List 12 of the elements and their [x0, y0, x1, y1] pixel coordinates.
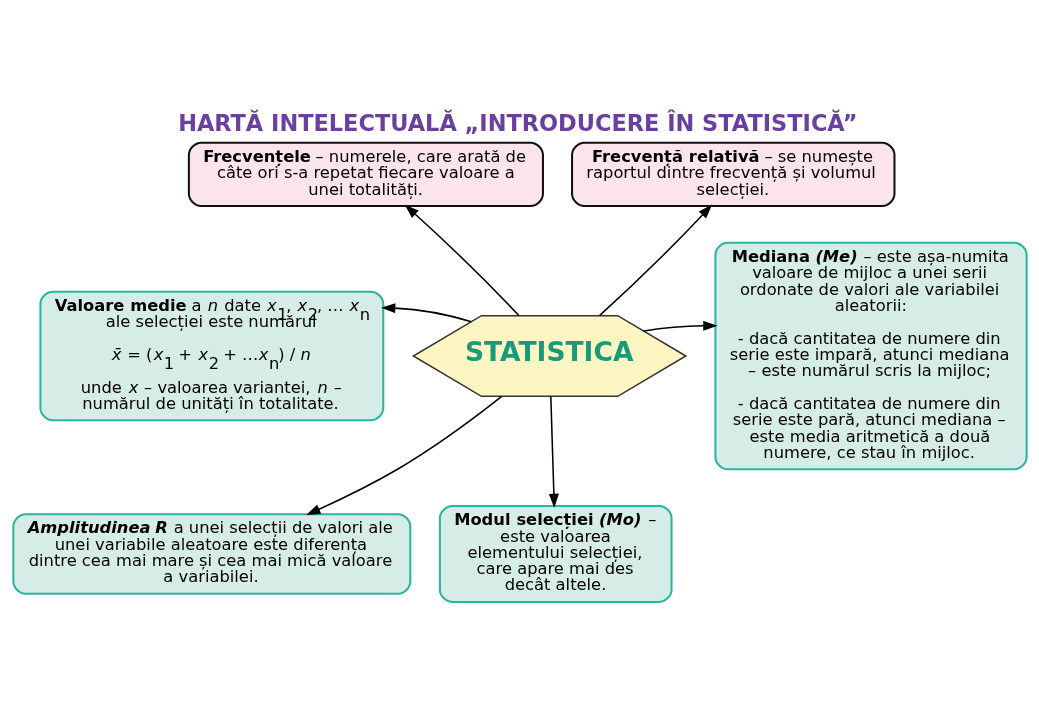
node-box: Mediana (Me) – este așa-numita valoare de mijloc a unei serii ordonate de valori ale variabilei aleatorii: - dacă cantitatea de numere din serie este impară, atunci mediana – este numărul scris la mijloc; - dacă cantitatea de numere din serie este pară, atunci mediana – este media aritmetică a două numere, ce stau în mijloc. — [713, 241, 1028, 470]
node-box: Amplitudinea R a unei selecții de valori ale unei variabile aleatoare este diferența dintre cea mai mare și cea mai mică valoare a variabilei. — [11, 512, 411, 595]
arrow — [380, 302, 472, 322]
arrow — [305, 395, 503, 515]
arrow — [404, 204, 520, 316]
arrow — [598, 204, 712, 316]
node-box: Frecvență relativă – se numește raportul dintre frecvență și volumul selecției. — [570, 141, 895, 207]
arrow — [642, 320, 718, 332]
node-box: Modul selecției (Mo) – este valoarea elementului selecției, care apare mai des decât altele. — [438, 504, 673, 603]
arrow — [548, 395, 559, 508]
node-box: Frecvențele – numerele, care arată de câte ori s-a repetat fiecare valoare a unei totalități. — [187, 141, 544, 207]
diagram-title: HARTĂ INTELECTUALĂ „INTRODUCERE ÎN STATISTICĂ” — [177, 109, 857, 136]
